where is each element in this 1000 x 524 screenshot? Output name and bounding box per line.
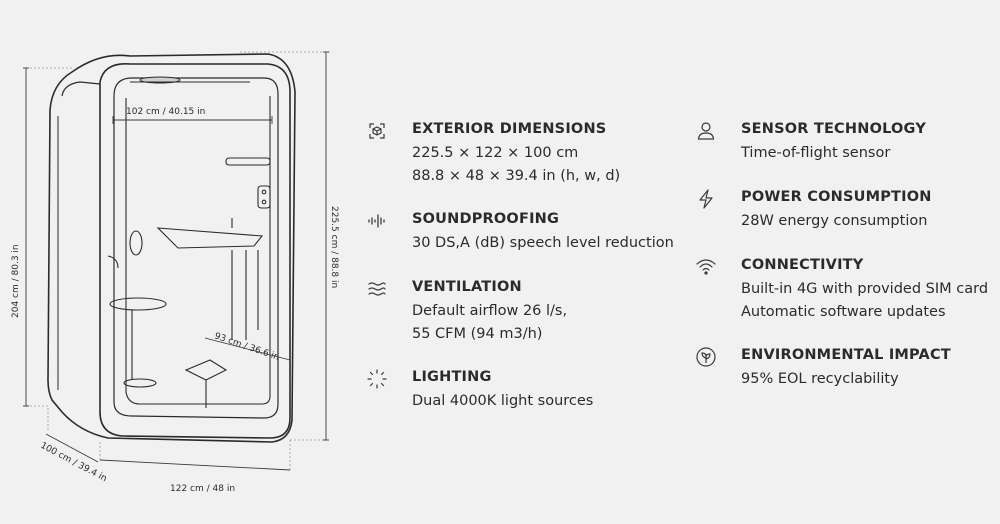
lighting-icon (366, 368, 388, 390)
spec-line: Built-in 4G with provided SIM card (741, 281, 989, 297)
spec-lines: 30 DS,A (dB) speech level reduction (412, 232, 674, 255)
leaf-icon (695, 346, 717, 368)
spec-title: CONNECTIVITY (741, 257, 864, 273)
booth-interior (107, 76, 271, 408)
dimension-lines (23, 51, 329, 471)
spec-line: Time-of-flight sensor (741, 145, 891, 161)
spec-title: VENTILATION (412, 279, 522, 295)
spec-lines: 225.5 × 122 × 100 cm 88.8 × 48 × 39.4 in… (412, 142, 620, 188)
ventilation-icon (366, 278, 388, 300)
dimensions-icon (366, 120, 388, 142)
dim-width: 122 cm / 48 in (170, 484, 235, 494)
spec-line: Default airflow 26 l/s, (412, 303, 568, 319)
spec-line: 55 CFM (94 m3/h) (412, 326, 543, 342)
spec-lines: 28W energy consumption (741, 210, 927, 233)
spec-line: 30 DS,A (dB) speech level reduction (412, 235, 674, 251)
spec-lines: Time-of-flight sensor (741, 142, 890, 165)
spec-line: 28W energy consumption (741, 213, 928, 229)
spec-title: EXTERIOR DIMENSIONS (412, 121, 607, 137)
spec-line: 225.5 × 122 × 100 cm (412, 145, 579, 161)
dim-total-height: 204 cm / 80.3 in (11, 244, 21, 318)
spec-line: Automatic software updates (741, 304, 946, 320)
soundproofing-icon (366, 210, 388, 232)
sensor-icon (695, 120, 717, 142)
dim-total-height-right: 225.5 cm / 88.8 in (329, 206, 339, 288)
spec-title: LIGHTING (412, 369, 492, 385)
spec-title: SENSOR TECHNOLOGY (741, 121, 927, 137)
connectivity-icon (695, 256, 717, 278)
spec-lines: 95% EOL recyclability (741, 368, 899, 391)
power-icon (695, 188, 717, 210)
spec-title: SOUNDPROOFING (412, 211, 560, 227)
spec-title: ENVIRONMENTAL IMPACT (741, 347, 951, 363)
spec-lines: Built-in 4G with provided SIM card Autom… (741, 278, 988, 324)
dim-interior-width: 102 cm / 40.15 in (126, 107, 205, 117)
spec-title: POWER CONSUMPTION (741, 189, 932, 205)
spec-lines: Dual 4000K light sources (412, 390, 593, 413)
spec-line: 95% EOL recyclability (741, 371, 899, 387)
dim-depth: 100 cm / 39.4 in (39, 441, 109, 484)
spec-line: Dual 4000K light sources (412, 393, 594, 409)
booth-outline (47, 53, 296, 443)
spec-line: 88.8 × 48 × 39.4 in (h, w, d) (412, 168, 621, 184)
spec-lines: Default airflow 26 l/s, 55 CFM (94 m3/h) (412, 300, 567, 346)
booth-diagram: 102 cm / 40.15 in 204 cm / 80.3 in 225.5… (11, 51, 339, 494)
